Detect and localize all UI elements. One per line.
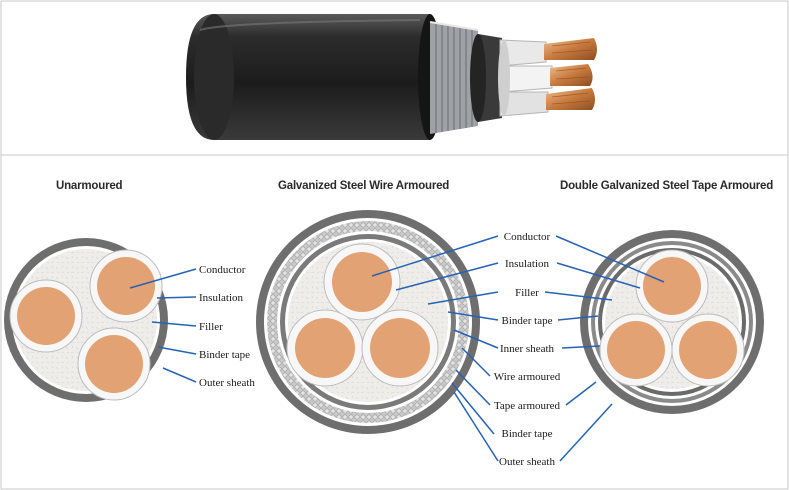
dsta-leaders bbox=[544, 235, 665, 462]
swa-title: Galvanized Steel Wire Armoured bbox=[278, 180, 449, 192]
conductor bbox=[332, 252, 392, 312]
unarmoured-cross-section bbox=[4, 238, 168, 402]
unarmoured-label-binder-tape: Binder tape bbox=[199, 349, 250, 361]
swa-label-binder-tape-outer: Binder tape bbox=[501, 428, 552, 440]
dsta-title: Double Galvanized Steel Tape Armoured bbox=[560, 180, 773, 192]
swa-label-conductor: Conductor bbox=[504, 231, 551, 243]
conductor bbox=[97, 257, 155, 315]
swa-label-outer-sheath: Outer sheath bbox=[499, 456, 555, 468]
unarmoured-leaders bbox=[129, 268, 197, 383]
unarmoured-label-outer-sheath: Outer sheath bbox=[199, 377, 255, 389]
swa-label-insulation: Insulation bbox=[505, 258, 549, 270]
cable-illustration bbox=[186, 14, 597, 140]
conductor bbox=[643, 257, 701, 315]
swa-cross-section bbox=[256, 210, 480, 434]
unarmoured-label-conductor: Conductor bbox=[199, 264, 246, 276]
swa-leaders bbox=[371, 235, 499, 462]
unarmoured-label-filler: Filler bbox=[199, 321, 223, 333]
swa-label-tape-armoured: Tape armoured bbox=[494, 400, 561, 412]
unarmoured-label-insulation: Insulation bbox=[199, 292, 243, 304]
swa-label-filler: Filler bbox=[515, 287, 539, 299]
swa-label-wire-armoured: Wire armoured bbox=[494, 371, 561, 383]
swa-label-inner-sheath: Inner sheath bbox=[500, 343, 555, 355]
dsta-cross-section bbox=[580, 230, 764, 414]
swa-label-binder-tape: Binder tape bbox=[501, 315, 552, 327]
unarmoured-title: Unarmoured bbox=[56, 180, 123, 192]
